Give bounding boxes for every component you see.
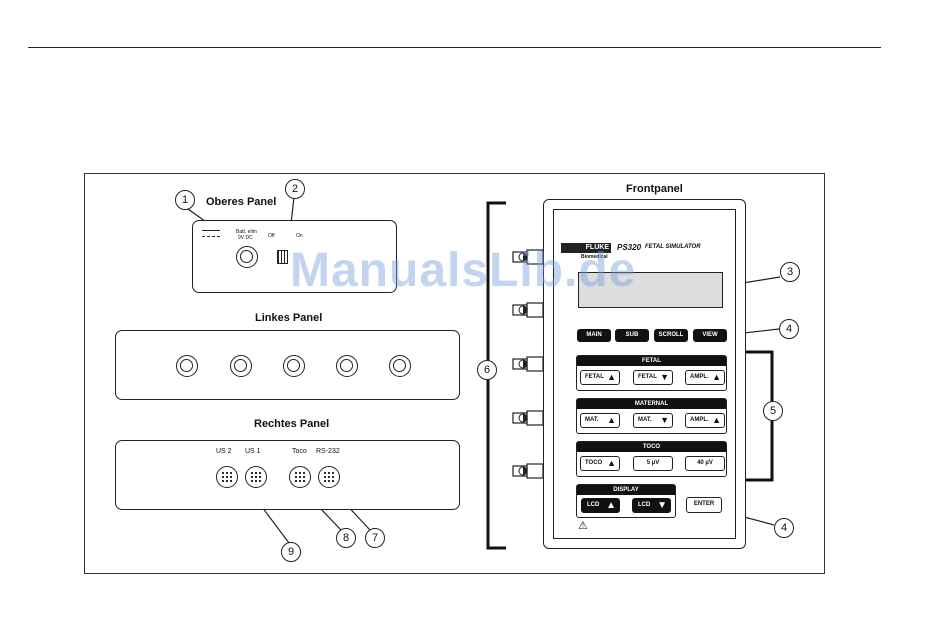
sub-button[interactable]: SUB xyxy=(615,329,649,342)
fetal-ampl-button[interactable]: AMPL.▲ xyxy=(685,370,725,385)
toco-label: Toco xyxy=(292,448,307,455)
top-rule xyxy=(28,47,881,48)
lcd-up-button[interactable]: LCD ▲ xyxy=(581,498,620,513)
mat-up-button[interactable]: MAT. ▲ xyxy=(580,413,620,428)
toco-up-button[interactable]: TOCO ▲ xyxy=(580,456,620,471)
diagram-frame xyxy=(84,173,825,574)
toco-connector xyxy=(289,466,311,488)
warning-icon: ⚠ xyxy=(578,520,588,532)
fluke-logo: FLUKE xyxy=(561,243,611,253)
arrow-up-icon: ▲ xyxy=(606,500,616,511)
callout-3: 3 xyxy=(780,262,800,282)
toco-group: TOCO xyxy=(576,441,727,477)
callout-2: 2 xyxy=(285,179,305,199)
arrow-up-icon: ▲ xyxy=(607,415,616,425)
left-panel-heading: Linkes Panel xyxy=(255,312,323,324)
fetal-group-title: FETAL xyxy=(577,356,726,366)
callout-9: 9 xyxy=(281,542,301,562)
right-panel-box xyxy=(115,440,460,510)
toco-up-label: TOCO xyxy=(585,460,603,466)
battery-symbol-dash xyxy=(202,236,220,237)
arrow-up-icon: ▲ xyxy=(607,372,616,382)
us2-label: US 2 xyxy=(216,448,232,455)
toco-40uv-button[interactable]: 40 µV xyxy=(685,456,725,471)
ecg-jack-2 xyxy=(230,355,252,377)
power-switch xyxy=(277,250,288,264)
callout-1: 1 xyxy=(175,190,195,210)
ecg-jack-3 xyxy=(283,355,305,377)
front-panel-inner xyxy=(553,209,736,539)
mat-ampl-label: AMPL. xyxy=(690,417,709,423)
ecg-jack-4 xyxy=(336,355,358,377)
model-title: FETAL SIMULATOR xyxy=(645,244,701,250)
arrow-up-icon: ▲ xyxy=(712,415,721,425)
callout-5: 5 xyxy=(763,401,783,421)
maternal-group-title: MATERNAL xyxy=(577,399,726,409)
fetal-ampl-label: AMPL. xyxy=(690,374,709,380)
us1-label: US 1 xyxy=(245,448,261,455)
top-panel-heading: Oberes Panel xyxy=(206,196,277,208)
view-button[interactable]: VIEW xyxy=(693,329,727,342)
battery-symbol xyxy=(202,230,220,231)
off-label: Off xyxy=(268,233,275,239)
arrow-down-icon: ▼ xyxy=(657,500,667,511)
display-group-title: DISPLAY xyxy=(577,485,675,495)
display-group: DISPLAY xyxy=(576,484,676,518)
fetal-group: FETAL xyxy=(576,355,727,391)
fetal-down-button[interactable]: FETAL▼ xyxy=(633,370,673,385)
lcd-down-label: LCD xyxy=(638,502,651,508)
dc-input-jack xyxy=(236,246,258,268)
right-panel-heading: Rechtes Panel xyxy=(254,418,330,430)
arrow-down-icon: ▼ xyxy=(660,372,669,382)
maternal-group: MATERNAL xyxy=(576,398,727,434)
rs232-connector xyxy=(318,466,340,488)
on-label: On xyxy=(296,233,303,239)
us2-connector xyxy=(216,466,238,488)
ecg-jack-1 xyxy=(176,355,198,377)
mat-down-label: MAT. xyxy=(638,417,652,423)
mat-up-label: MAT. xyxy=(585,417,599,423)
scroll-button[interactable]: SCROLL xyxy=(654,329,688,342)
toco-5uv-button[interactable]: 5 µV xyxy=(633,456,673,471)
mat-ampl-button[interactable]: AMPL.▲ xyxy=(685,413,725,428)
main-button[interactable]: MAIN xyxy=(577,329,611,342)
model-label: PS320 xyxy=(617,243,642,252)
lcd-up-label: LCD xyxy=(587,502,600,508)
us1-connector xyxy=(245,466,267,488)
callout-8: 8 xyxy=(336,528,356,548)
arrow-up-icon: ▲ xyxy=(712,372,721,382)
lcd-down-button[interactable]: LCD ▼ xyxy=(632,498,671,513)
arrow-down-icon: ▼ xyxy=(660,415,669,425)
front-panel-heading: Frontpanel xyxy=(626,183,683,195)
callout-4-top: 4 xyxy=(779,319,799,339)
fetal-up-label: FETAL xyxy=(585,374,604,380)
mat-down-button[interactable]: MAT. ▼ xyxy=(633,413,673,428)
enter-button[interactable]: ENTER xyxy=(686,497,722,513)
callout-6: 6 xyxy=(477,360,497,380)
watermark: ManualsLib.de xyxy=(290,244,637,297)
rs232-label: RS-232 xyxy=(316,448,340,455)
toco-group-title: TOCO xyxy=(577,442,726,452)
biomedical-label: Biomedical xyxy=(581,254,608,260)
arrow-up-icon: ▲ xyxy=(607,458,616,468)
top-panel-box xyxy=(192,220,397,293)
fetal-down-label: FETAL xyxy=(638,374,657,380)
batt-elim-label: Batt. elim xyxy=(236,229,257,235)
callout-4-bottom: 4 xyxy=(774,518,794,538)
lcd-display xyxy=(578,272,723,308)
callout-7: 7 xyxy=(365,528,385,548)
volt-label: 9V DC xyxy=(238,235,253,241)
ecg-jack-5 xyxy=(389,355,411,377)
fetal-up-button[interactable]: FETAL▲ xyxy=(580,370,620,385)
